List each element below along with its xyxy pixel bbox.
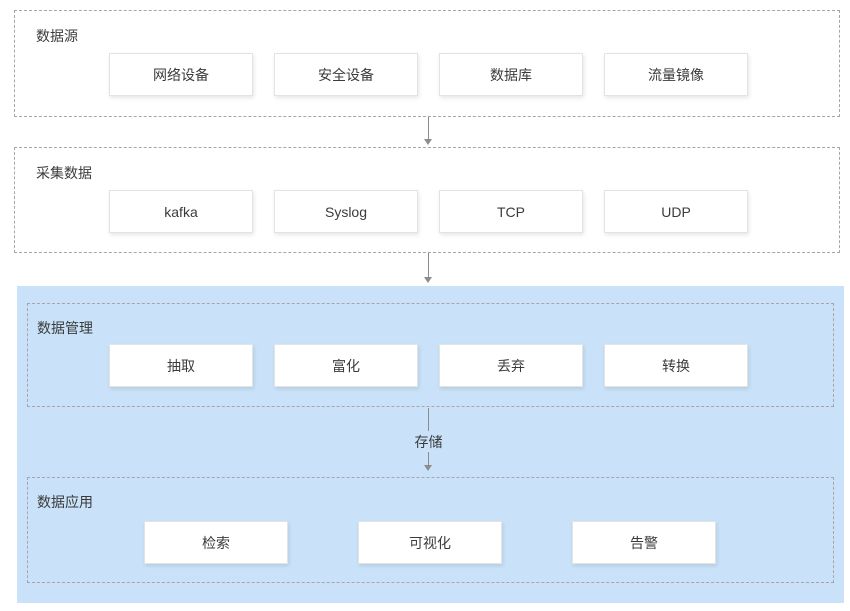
node-syslog: Syslog [274,190,418,233]
node-search: 检索 [144,521,288,564]
node-network-device: 网络设备 [109,53,253,96]
node-row-data-management: 抽取 富化 丢弃 转换 [109,344,748,387]
flow-arrow-2-line [428,253,429,278]
node-security-device: 安全设备 [274,53,418,96]
node-row-data-application: 检索 可视化 告警 [144,521,716,564]
node-udp: UDP [604,190,748,233]
node-tcp: TCP [439,190,583,233]
node-extract: 抽取 [109,344,253,387]
flow-arrow-1-down-icon [424,139,432,145]
node-kafka: kafka [109,190,253,233]
flow-arrow-1-line [428,117,429,140]
section-title-data-management: 数据管理 [37,320,93,336]
section-title-data-application: 数据应用 [37,494,93,510]
node-row-data-source: 网络设备 安全设备 数据库 流量镜像 [109,53,748,96]
storage-arrow-line-bottom [428,452,429,466]
section-data-management: 数据管理 抽取 富化 丢弃 转换 [27,303,834,407]
section-title-data-source: 数据源 [36,28,78,44]
flow-arrow-2-down-icon [424,277,432,283]
node-alert: 告警 [572,521,716,564]
section-title-data-collection: 采集数据 [36,165,92,181]
node-visualization: 可视化 [358,521,502,564]
section-data-application: 数据应用 检索 可视化 告警 [27,477,834,583]
section-data-source: 数据源 网络设备 安全设备 数据库 流量镜像 [14,10,840,117]
node-transform: 转换 [604,344,748,387]
storage-arrow-line-top [428,408,429,431]
node-traffic-mirror: 流量镜像 [604,53,748,96]
section-data-collection: 采集数据 kafka Syslog TCP UDP [14,147,840,253]
node-database: 数据库 [439,53,583,96]
node-enrich: 富化 [274,344,418,387]
storage-arrow-down-icon [424,465,432,471]
node-row-data-collection: kafka Syslog TCP UDP [109,190,748,233]
node-discard: 丢弃 [439,344,583,387]
storage-label: 存储 [414,434,443,450]
